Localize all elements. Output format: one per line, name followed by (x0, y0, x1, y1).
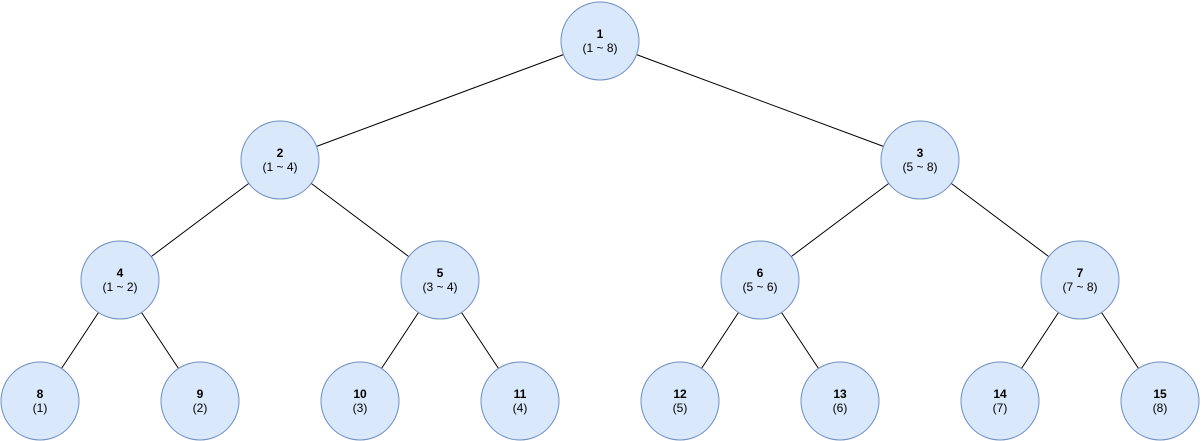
node-circle (640, 361, 720, 441)
node-id-label: 5 (437, 266, 444, 280)
edge-3-6 (790, 182, 890, 258)
node-id-label: 9 (197, 387, 204, 401)
node-circle (240, 120, 320, 200)
node-range-label: (7) (993, 401, 1008, 415)
tree-node-10: 10(3) (320, 361, 400, 441)
edge-5-11 (461, 312, 499, 369)
node-circle (1120, 361, 1200, 441)
tree-node-2: 2(1 ~ 4) (240, 120, 320, 200)
node-range-label: (3 ~ 4) (422, 280, 457, 294)
node-range-label: (2) (193, 401, 208, 415)
edge-4-9 (141, 312, 179, 369)
tree-node-3: 3(5 ~ 8) (880, 120, 960, 200)
node-range-label: (5) (673, 401, 688, 415)
tree-node-4: 4(1 ~ 2) (80, 240, 160, 320)
node-id-label: 10 (353, 387, 367, 401)
tree-node-9: 9(2) (160, 361, 240, 441)
edge-4-8 (61, 312, 99, 369)
node-range-label: (5 ~ 6) (742, 280, 777, 294)
tree-node-7: 7(7 ~ 8) (1040, 240, 1120, 320)
tree-node-8: 8(1) (0, 361, 80, 441)
edge-5-10 (381, 312, 419, 369)
node-id-label: 15 (1153, 387, 1167, 401)
tree-node-14: 14(7) (960, 361, 1040, 441)
node-id-label: 6 (757, 266, 764, 280)
node-id-label: 12 (673, 387, 687, 401)
node-circle (480, 361, 560, 441)
edge-2-4 (150, 182, 250, 258)
node-circle (160, 361, 240, 441)
node-range-label: (7 ~ 8) (1062, 280, 1097, 294)
edge-7-15 (1101, 312, 1139, 369)
node-circle (80, 240, 160, 320)
node-id-label: 4 (117, 266, 124, 280)
node-id-label: 2 (277, 146, 284, 160)
tree-node-13: 13(6) (800, 361, 880, 441)
node-circle (1040, 240, 1120, 320)
tree-node-11: 11(4) (480, 361, 560, 441)
node-id-label: 1 (597, 27, 604, 41)
node-circle (320, 361, 400, 441)
edge-3-7 (950, 182, 1050, 258)
node-id-label: 14 (993, 387, 1007, 401)
edge-1-2 (316, 54, 564, 147)
edge-1-3 (636, 54, 884, 147)
node-range-label: (8) (1153, 401, 1168, 415)
node-range-label: (1) (33, 401, 48, 415)
tree-node-15: 15(8) (1120, 361, 1200, 441)
node-range-label: (5 ~ 8) (902, 160, 937, 174)
node-id-label: 8 (37, 387, 44, 401)
edges-layer (61, 54, 1139, 369)
node-range-label: (1 ~ 4) (262, 160, 297, 174)
node-circle (800, 361, 880, 441)
node-range-label: (3) (353, 401, 368, 415)
edge-7-14 (1021, 312, 1059, 369)
node-circle (400, 240, 480, 320)
node-circle (720, 240, 800, 320)
edge-6-12 (701, 312, 739, 369)
node-circle (560, 1, 640, 81)
node-circle (880, 120, 960, 200)
tree-node-5: 5(3 ~ 4) (400, 240, 480, 320)
node-range-label: (1 ~ 8) (582, 41, 617, 55)
edge-6-13 (781, 312, 819, 369)
node-id-label: 13 (833, 387, 847, 401)
node-circle (0, 361, 80, 441)
node-range-label: (4) (513, 401, 528, 415)
node-range-label: (6) (833, 401, 848, 415)
node-id-label: 7 (1077, 266, 1084, 280)
tree-node-12: 12(5) (640, 361, 720, 441)
node-circle (960, 361, 1040, 441)
edge-2-5 (310, 182, 410, 258)
node-id-label: 11 (514, 387, 527, 401)
tree-node-1: 1(1 ~ 8) (560, 1, 640, 81)
node-id-label: 3 (917, 146, 924, 160)
node-range-label: (1 ~ 2) (102, 280, 137, 294)
tree-node-6: 6(5 ~ 6) (720, 240, 800, 320)
